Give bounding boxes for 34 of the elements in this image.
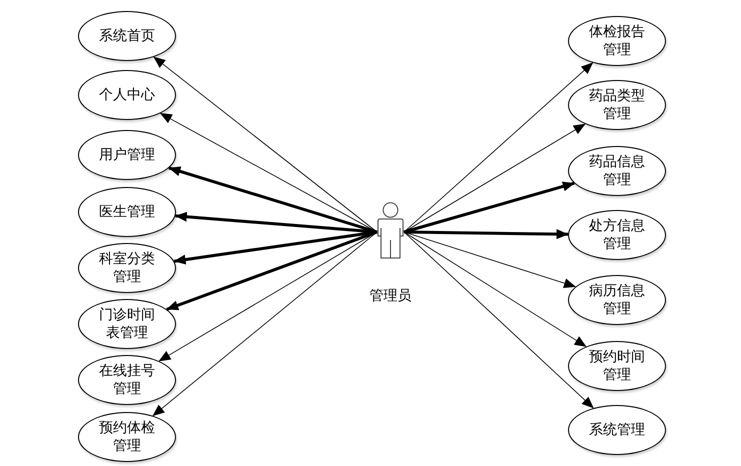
use-case-label: 科室分类管理 <box>98 250 156 286</box>
use-case-label: 用户管理 <box>98 146 156 164</box>
use-case-ellipse <box>568 275 666 325</box>
use-case-ellipse <box>78 355 176 405</box>
use-case-label: 体检报告管理 <box>588 22 646 60</box>
use-case-label: 系统首页 <box>98 26 156 46</box>
arrow <box>174 230 378 265</box>
use-case-ellipse <box>78 130 176 180</box>
arrow <box>168 166 378 234</box>
use-case-label: 系统管理 <box>588 420 646 440</box>
arrow <box>404 182 575 234</box>
use-case-label: 药品类型管理 <box>588 86 646 124</box>
use-case-ellipse <box>568 341 666 391</box>
use-case-label: 门诊时间表管理 <box>98 306 156 342</box>
use-case-label: 在线挂号管理 <box>98 362 156 398</box>
use-case-ellipse <box>78 299 176 349</box>
use-case-ellipse <box>78 70 176 120</box>
use-case-label: 药品信息管理 <box>588 152 646 190</box>
use-case-label: 医生管理 <box>98 202 156 222</box>
use-case-label: 预约时间管理 <box>588 348 646 384</box>
use-case-label: 处方信息管理 <box>588 216 646 254</box>
use-case-ellipse <box>568 146 666 196</box>
arrow <box>152 232 378 416</box>
arrow <box>166 230 378 311</box>
arrow <box>404 232 587 347</box>
use-case-label: 病历信息管理 <box>588 282 646 318</box>
use-case-ellipse <box>568 80 666 130</box>
use-case-label: 预约体检管理 <box>98 418 156 456</box>
actor-label: 管理员 <box>370 287 412 305</box>
arrow <box>404 232 594 408</box>
arrow <box>404 229 569 240</box>
use-case-label: 个人中心 <box>98 86 156 104</box>
arrow <box>174 212 378 234</box>
arrow <box>404 62 594 232</box>
